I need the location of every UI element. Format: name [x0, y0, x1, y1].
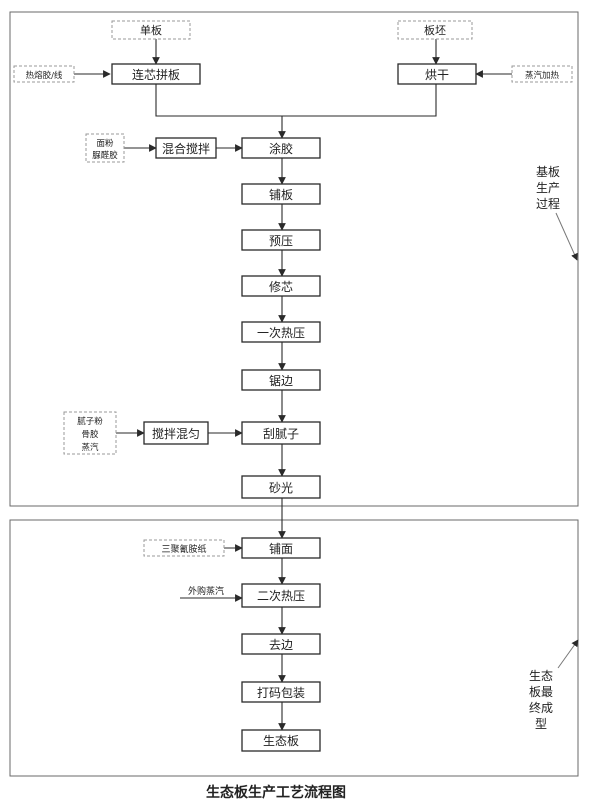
final-note-line-2: 板最 — [529, 685, 553, 699]
step-gluing-box — [241, 137, 321, 159]
step-drying-box — [397, 63, 477, 85]
step-trim: 去边 — [269, 638, 293, 652]
substrate-note-pointer — [555, 212, 578, 261]
step-trim-box — [241, 633, 321, 655]
final-note-pointer — [557, 639, 579, 669]
veneer-label: 单板 — [140, 23, 162, 37]
step-core-repair: 修芯 — [269, 279, 293, 294]
hotmelt-input-box — [13, 65, 75, 83]
step-hotpress2: 二次热压 — [257, 589, 305, 603]
substrate-note-line-1: 基板 — [536, 165, 560, 179]
melamine-paper-label: 三聚氰胺纸 — [161, 543, 206, 555]
step-product-box — [241, 729, 321, 752]
steam-heat-input-box — [511, 65, 573, 83]
putty-input-line-1: 腻子粉 — [77, 416, 103, 427]
step-stir-mix: 搅拌混匀 — [152, 426, 200, 441]
glue-input-line-1: 面粉 — [96, 138, 114, 149]
final-note-line-3: 终成 — [529, 700, 553, 715]
step-prepress: 预压 — [269, 234, 293, 248]
veneer-input-box — [111, 20, 191, 40]
step-pack-box — [241, 681, 321, 703]
step-core-splice: 连芯拼板 — [132, 67, 180, 82]
step-putty-scrape: 刮腻子 — [263, 427, 299, 441]
figure-caption: 生态板生产工艺流程图 — [206, 784, 346, 801]
step-overlay-box — [241, 537, 321, 559]
step-putty-scrape-box — [241, 421, 321, 445]
glue-input-line-2: 脲醛胶 — [92, 150, 118, 161]
melamine-paper-input-box — [143, 539, 225, 557]
step-mixing: 混合搅拌 — [162, 141, 210, 156]
step-stir-mix-box — [143, 421, 209, 445]
step-pack: 打码包装 — [257, 686, 305, 700]
step-edge-saw: 锯边 — [269, 373, 293, 388]
merge-line — [155, 84, 437, 117]
step-core-splice-box — [111, 63, 201, 85]
putty-input-line-2: 骨胶 — [81, 429, 99, 440]
final-stage-frame — [9, 519, 579, 777]
blank-label: 板坯 — [424, 23, 446, 37]
substrate-note-line-2: 生产 — [536, 181, 560, 195]
step-drying: 烘干 — [425, 68, 449, 82]
blank-input-box — [397, 20, 473, 40]
step-layup: 铺板 — [269, 188, 293, 202]
step-overlay: 铺面 — [269, 542, 293, 556]
glue-input-box — [85, 133, 125, 163]
step-prepress-box — [241, 229, 321, 251]
step-hotpress1: 一次热压 — [257, 326, 305, 340]
step-gluing: 涂胶 — [269, 141, 293, 156]
purchased-steam-label: 外购蒸汽 — [188, 585, 224, 597]
putty-input-box — [63, 411, 117, 455]
final-note-line-1: 生态 — [529, 669, 553, 683]
substrate-stage-frame — [9, 11, 579, 507]
hotmelt-label: 热熔胶/线 — [26, 70, 63, 81]
substrate-note-line-3: 过程 — [536, 196, 560, 211]
putty-input-line-3: 蒸汽 — [81, 442, 99, 453]
final-note-line-4: 型 — [535, 717, 547, 731]
step-product: 生态板 — [263, 734, 299, 748]
step-mixing-box — [155, 137, 217, 159]
step-layup-box — [241, 183, 321, 205]
step-sanding-box — [241, 475, 321, 499]
steam-heat-label: 蒸汽加热 — [525, 70, 560, 81]
step-sanding: 砂光 — [269, 481, 293, 495]
step-hotpress2-box — [241, 583, 321, 608]
step-edge-saw-box — [241, 369, 321, 391]
step-hotpress1-box — [241, 321, 321, 343]
step-core-repair-box — [241, 275, 321, 297]
